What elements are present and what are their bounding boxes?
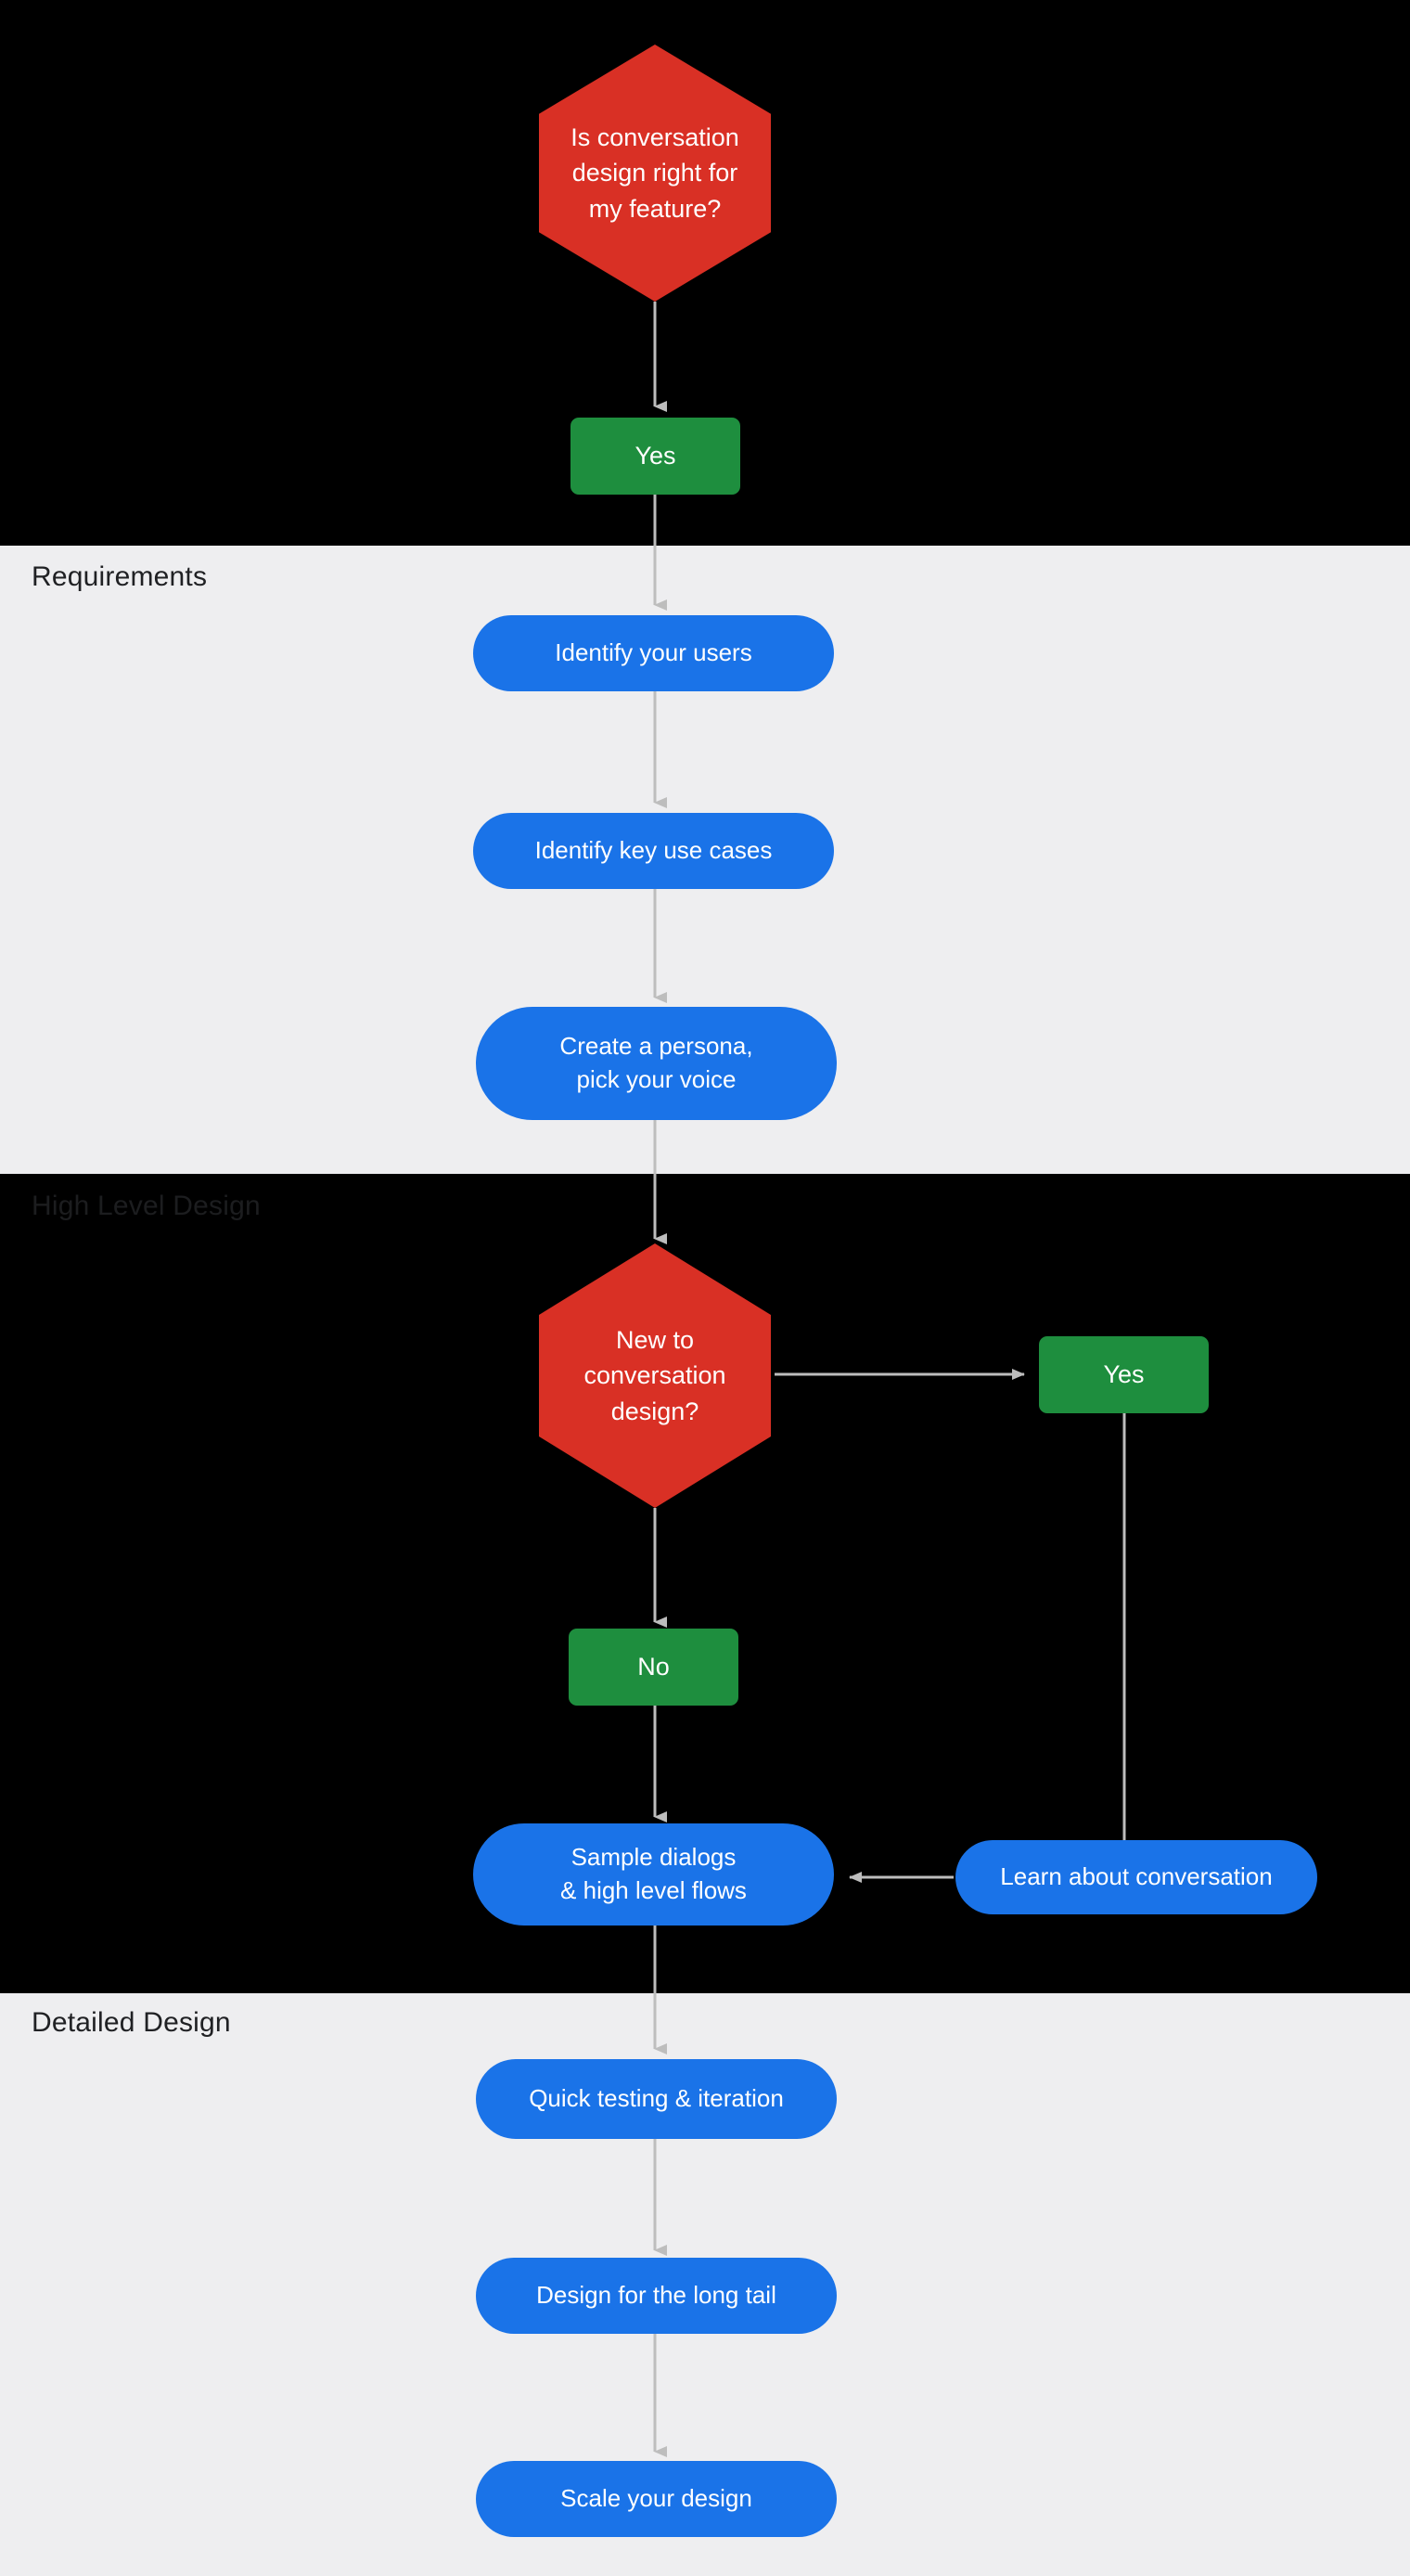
step-create-a-persona-line-1: Create a persona,	[559, 1032, 753, 1061]
step-learn-about-conversation[interactable]: Learn about conversation	[955, 1840, 1317, 1914]
step-learn-about-conversation-label: Learn about conversation	[1000, 1862, 1273, 1891]
step-sample-dialogs-label: Sample dialogs & high level flows	[560, 1841, 747, 1908]
step-sample-dialogs-line-2: & high level flows	[560, 1876, 747, 1904]
step-scale-your-design-label: Scale your design	[560, 2484, 752, 2513]
decision-1-label: Is conversation design right for my feat…	[570, 120, 739, 226]
section-label-detailed-design: Detailed Design	[32, 2007, 231, 2038]
answer-no-2-label: No	[637, 1653, 670, 1681]
step-design-for-the-long-tail[interactable]: Design for the long tail	[476, 2258, 837, 2334]
decision-1-line-1: Is conversation	[570, 123, 739, 151]
section-label-high-level-design: High Level Design	[32, 1191, 261, 1221]
step-quick-testing-iteration[interactable]: Quick testing & iteration	[476, 2059, 837, 2139]
decision-2-line-1: New to	[615, 1326, 695, 1354]
answer-yes-1-label: Yes	[634, 442, 676, 470]
answer-no-2[interactable]: No	[569, 1629, 738, 1706]
decision-2-label: New to conversation design?	[583, 1322, 725, 1429]
section-label-requirements: Requirements	[32, 561, 208, 592]
step-scale-your-design[interactable]: Scale your design	[476, 2461, 837, 2537]
step-design-for-the-long-tail-label: Design for the long tail	[536, 2281, 776, 2310]
step-sample-dialogs[interactable]: Sample dialogs & high level flows	[473, 1823, 834, 1926]
step-identify-your-users-label: Identify your users	[555, 638, 752, 667]
step-create-a-persona[interactable]: Create a persona, pick your voice	[476, 1007, 837, 1120]
decision-2-line-3: design?	[610, 1397, 699, 1425]
decision-1-line-2: design right for	[571, 159, 738, 187]
decision-2-line-2: conversation	[583, 1361, 726, 1390]
step-create-a-persona-line-2: pick your voice	[576, 1065, 737, 1093]
decision-1-line-3: my feature?	[588, 194, 722, 223]
step-identify-key-use-cases[interactable]: Identify key use cases	[473, 813, 834, 889]
answer-yes-2-label: Yes	[1103, 1360, 1145, 1388]
step-identify-key-use-cases-label: Identify key use cases	[534, 836, 773, 865]
answer-yes-2[interactable]: Yes	[1039, 1336, 1209, 1413]
step-identify-your-users[interactable]: Identify your users	[473, 615, 834, 691]
step-create-a-persona-label: Create a persona, pick your voice	[559, 1030, 752, 1097]
step-quick-testing-iteration-label: Quick testing & iteration	[529, 2084, 784, 2113]
step-sample-dialogs-line-1: Sample dialogs	[570, 1843, 737, 1872]
answer-yes-1[interactable]: Yes	[570, 418, 740, 495]
